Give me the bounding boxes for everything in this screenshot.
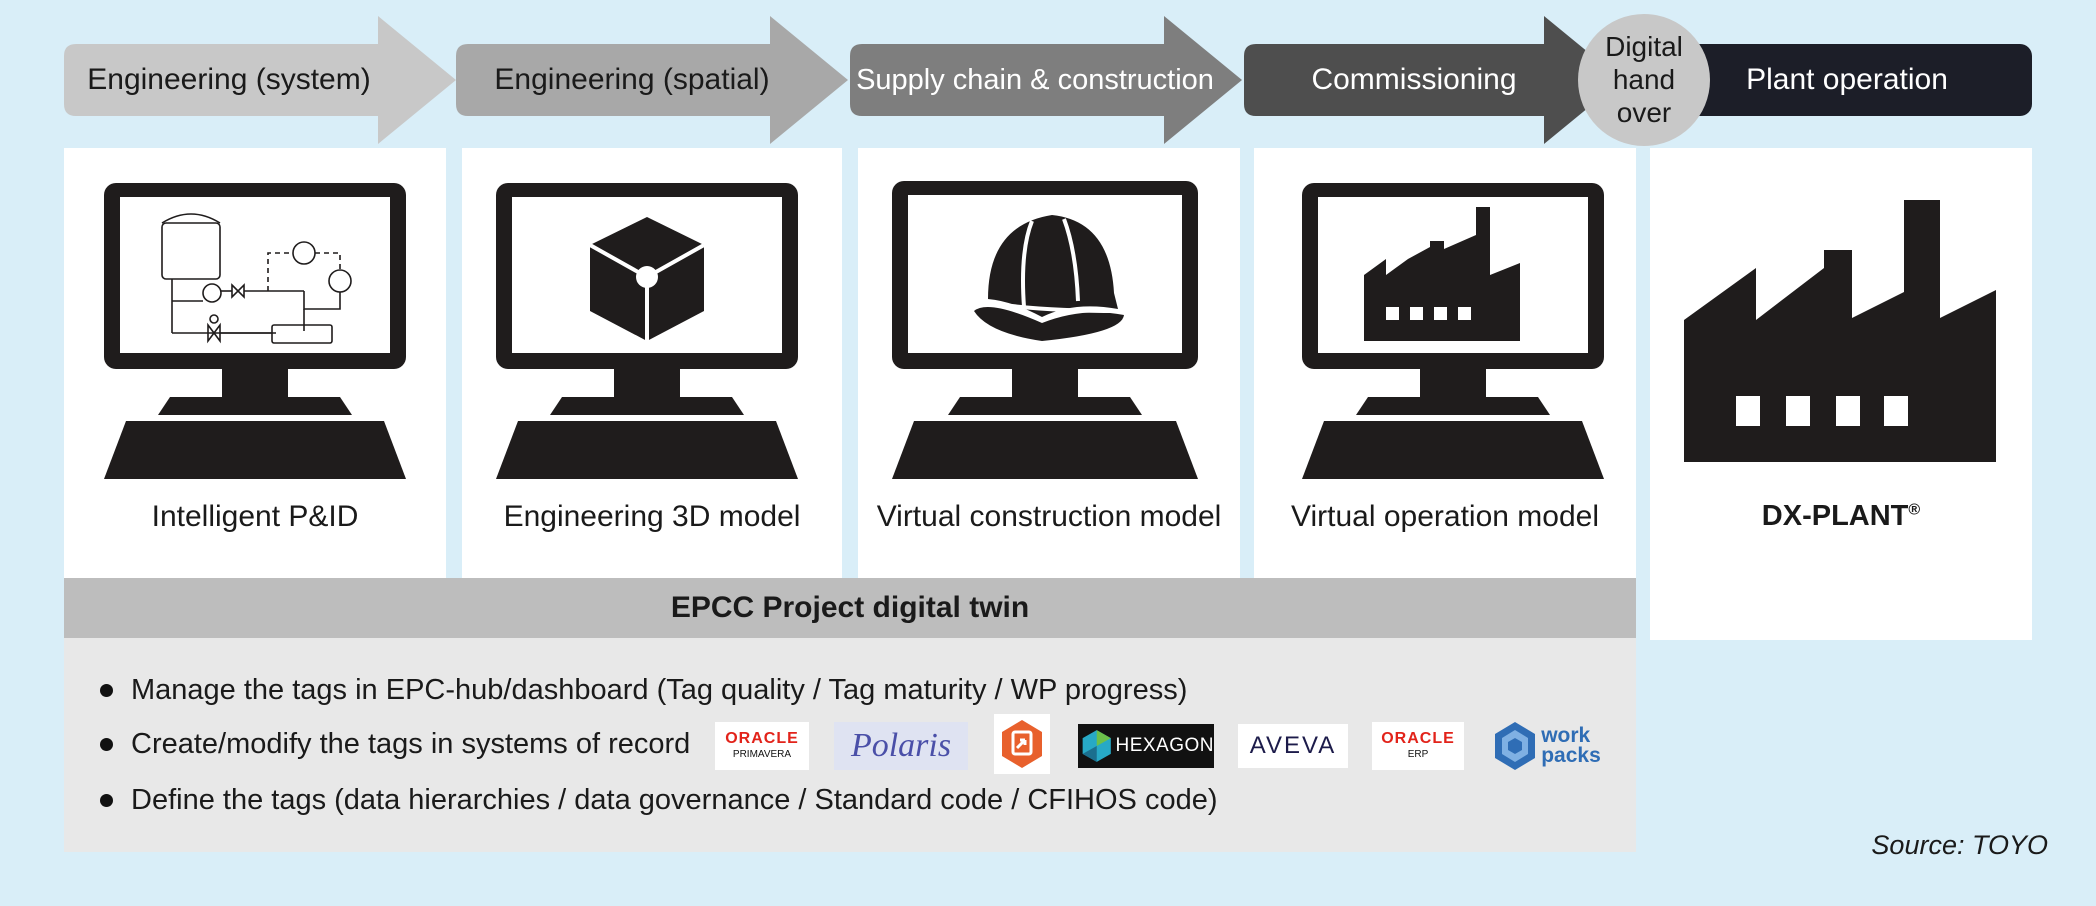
oracle-primavera-top: ORACLE [725,730,799,747]
source-caption: Source: TOYO [1871,830,2048,860]
bullet-row-manage: Manage the tags in EPC-hub/dashboard (Ta… [100,670,1187,710]
arrow-engineering-system [64,16,456,144]
twin-header: EPCC Project digital twin [64,578,1636,638]
twin-title: EPCC Project digital twin [670,591,1030,624]
document-arrow-icon [1002,720,1042,768]
plant-operation-bar [1660,44,2032,116]
panel-label-intelligent-pid: Intelligent P&ID [151,500,359,533]
stage-arrows [64,14,2032,146]
bullet-text-manage: Manage the tags in EPC-hub/dashboard (Ta… [131,673,1188,706]
workpacks-line-2: packs [1541,744,1601,767]
digital-handover-circle [1578,14,1710,146]
polaris-logo: Polaris [834,722,968,770]
panel-dx-plant: DX-PLANT® [1650,148,2032,640]
stage-label-commissioning: Commissioning [1311,63,1517,96]
bullet-row-define: Define the tags (data hierarchies / data… [100,780,1218,820]
hexagon-text: HEXAGON [1115,735,1214,756]
factory-icon [1684,200,1996,462]
bullet-row-create: Create/modify the tags in systems of rec… [100,724,690,764]
bullet-dot [100,793,113,807]
handover-line-1: Digital [1605,31,1683,62]
arrow-supply-chain [850,16,1242,144]
panel-label-virtual-operation: Virtual operation model [1291,500,1599,533]
bullet-text-create: Create/modify the tags in systems of rec… [131,727,691,760]
stage-label-engineering-spatial: Engineering (spatial) [494,63,770,96]
hexagon-logo: HEXAGON [1078,724,1214,768]
panel-intelligent-pid: Intelligent P&ID [64,148,446,578]
oracle-erp-bottom: ERP [1407,749,1429,760]
stage-label-supply-chain: Supply chain & construction [856,63,1214,96]
monitor-hardhat-icon [892,181,1198,479]
bullet-text-define: Define the tags (data hierarchies / data… [131,783,1218,816]
workpacks-line-1: work [1541,724,1591,747]
panel-engineering-3d: Engineering 3D model [462,148,842,578]
workpacks-cube-icon [1495,722,1536,770]
monitor-pid-icon [104,183,406,479]
bullet-dot [100,683,113,697]
app-icon-logo [994,714,1050,774]
registered-mark: ® [1908,501,1921,519]
stage-label-engineering-system: Engineering (system) [87,63,371,96]
panel-virtual-operation: Virtual operation model [1254,148,1636,578]
panel-label-virtual-construction: Virtual construction model [876,500,1222,533]
panel-virtual-construction: Virtual construction model [858,148,1240,578]
stage-label-plant-operation: Plant operation [1746,63,1948,96]
oracle-primavera-logo: ORACLE PRIMAVERA [715,722,809,770]
handover-line-2: hand [1612,64,1676,95]
bullet-dot [100,737,113,751]
panel-label-dx-plant: DX-PLANT® [1650,500,2032,533]
monitor-cube-icon [496,183,798,479]
arrow-commissioning [1244,16,1622,144]
digital-handover-label: Digital hand over [1578,30,1710,129]
twin-body: Manage the tags in EPC-hub/dashboard (Ta… [64,638,1636,852]
aveva-logo: AVEVA [1238,724,1348,768]
arrow-engineering-spatial [456,16,848,144]
workpacks-text: work packs [1541,724,1601,767]
monitor-factory-icon [1302,183,1604,479]
panel-label-engineering-3d: Engineering 3D model [503,500,801,533]
oracle-erp-top: ORACLE [1381,730,1455,747]
handover-line-3: over [1616,97,1672,128]
dx-plant-name: DX-PLANT [1761,500,1909,532]
oracle-erp-logo: ORACLE ERP [1372,722,1464,770]
polaris-text: Polaris [850,727,952,764]
oracle-primavera-bottom: PRIMAVERA [732,749,792,760]
workpacks-logo: work packs [1486,718,1606,774]
aveva-text: AVEVA [1249,732,1337,759]
hexagon-mark-icon [1082,730,1111,762]
